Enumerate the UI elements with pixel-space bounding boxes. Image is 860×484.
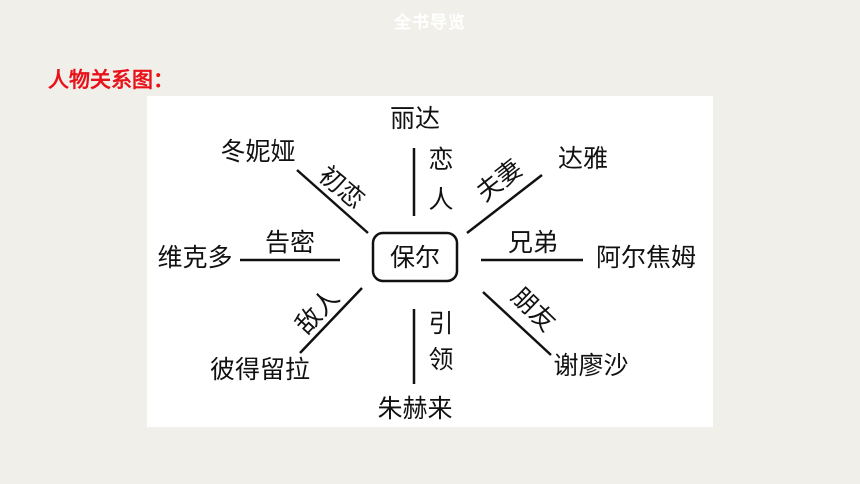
connector-bottom-left bbox=[299, 287, 363, 354]
node-right: 阿尔焦姆 bbox=[596, 243, 696, 272]
relationship-diagram: 保尔 丽达 冬妮娅 达雅 维克多 阿尔焦姆 彼得留拉 朱赫来 谢廖沙 恋 人 初… bbox=[147, 96, 713, 427]
relation-top-2: 人 bbox=[428, 185, 453, 214]
node-left: 维克多 bbox=[157, 243, 232, 272]
node-bottom: 朱赫来 bbox=[377, 394, 452, 423]
relation-bottom-2: 领 bbox=[428, 345, 453, 374]
node-top-left: 冬妮娅 bbox=[220, 137, 295, 166]
section-heading: 人物关系图： bbox=[48, 68, 174, 92]
connector-top-right bbox=[466, 174, 543, 234]
center-node-label: 保尔 bbox=[390, 243, 440, 272]
center-node-box bbox=[371, 231, 459, 283]
relation-bottom-right: 朋友 bbox=[506, 282, 562, 338]
relation-top-right: 夫妻 bbox=[471, 154, 528, 208]
relation-top-1: 恋 bbox=[428, 145, 453, 174]
node-bottom-left: 彼得留拉 bbox=[210, 355, 310, 384]
relation-bottom-left: 敌人 bbox=[290, 283, 345, 339]
relationship-diagram-svg: 保尔 丽达 冬妮娅 达雅 维克多 阿尔焦姆 彼得留拉 朱赫来 谢廖沙 恋 人 初… bbox=[157, 104, 696, 423]
connector-bottom-right bbox=[482, 291, 552, 356]
relation-left: 告密 bbox=[265, 228, 315, 257]
connector-top-left bbox=[296, 169, 369, 234]
node-top: 丽达 bbox=[390, 104, 440, 133]
relation-right: 兄弟 bbox=[508, 228, 558, 257]
node-bottom-right: 谢廖沙 bbox=[553, 351, 628, 380]
relation-top-left: 初恋 bbox=[313, 160, 370, 214]
page-header-title: 全书导览 bbox=[394, 13, 466, 33]
node-top-right: 达雅 bbox=[558, 144, 608, 173]
relation-bottom-1: 引 bbox=[428, 309, 453, 338]
